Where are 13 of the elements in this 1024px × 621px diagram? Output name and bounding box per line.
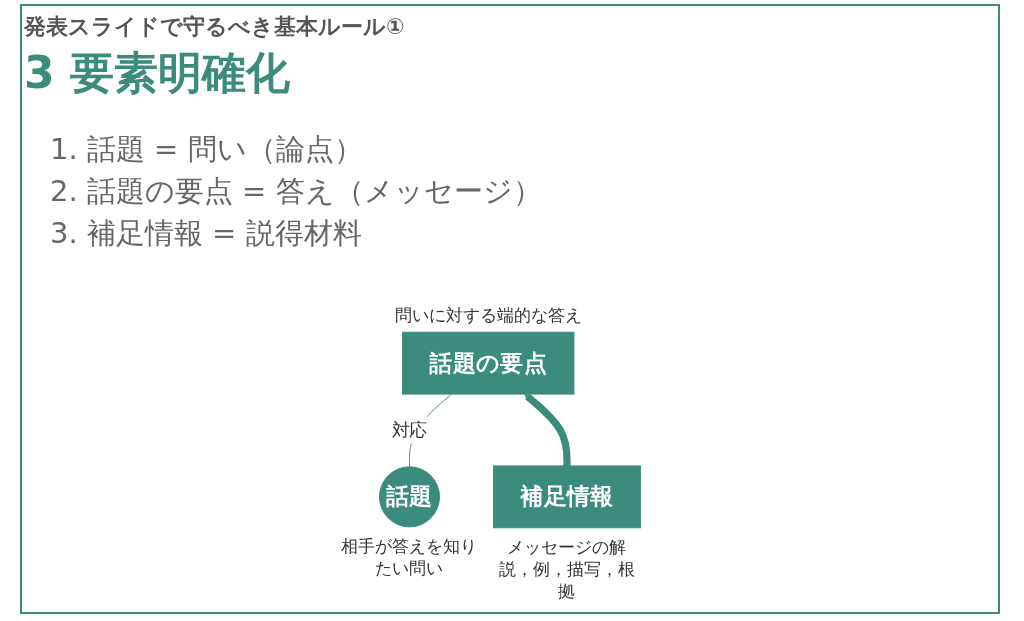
node-circle: 話題 xyxy=(378,466,440,528)
list-item: 2. 話題の要点 = 答え（メッセージ） xyxy=(50,173,542,210)
node-box: 話題の要点 xyxy=(402,331,575,395)
title: 3 要素明確化 xyxy=(24,46,290,100)
node-box: 補足情報 xyxy=(492,465,642,529)
list-item: 1. 話題 = 問い（論点） xyxy=(50,131,364,168)
edge-label: 対応 xyxy=(391,419,428,441)
node-caption: 問いに対する端的な答え xyxy=(393,304,583,327)
node-caption: メッセージの解説，例，描写，根拠 xyxy=(498,535,636,602)
subtitle: 発表スライドで守るべき基本ルール① xyxy=(24,13,405,41)
node-caption: 相手が答えを知りたい問い xyxy=(340,534,479,579)
arrow xyxy=(524,393,571,466)
list-item: 3. 補足情報 = 説得材料 xyxy=(50,215,363,252)
